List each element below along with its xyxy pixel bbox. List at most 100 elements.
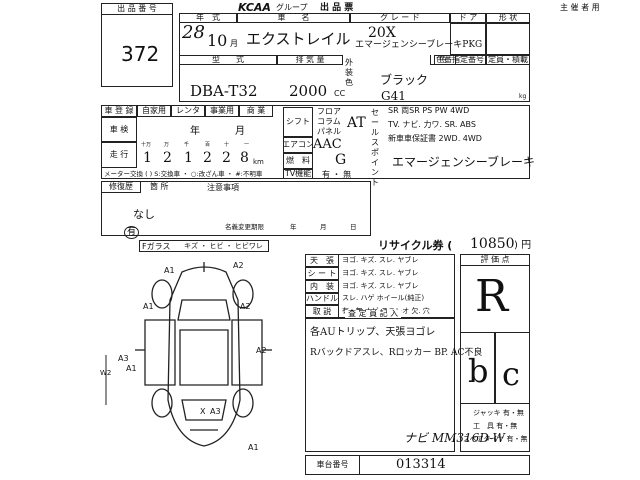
exterior-label: 外装色 xyxy=(345,58,353,87)
transfer-label: 名義変更期限 xyxy=(225,223,264,231)
glass-label: Fガラス xyxy=(142,242,171,251)
inspector-box xyxy=(305,318,455,452)
equipment-line-3: 新車車保証書 2WD. 4WD xyxy=(388,134,482,143)
name-label: 車 名 xyxy=(237,13,350,23)
mileage-digit-5: 8 xyxy=(240,150,249,166)
km-label: km xyxy=(253,158,264,166)
evaluation-interior-cell xyxy=(460,332,495,404)
shift-value: AT xyxy=(347,115,366,131)
repair-box xyxy=(101,181,371,236)
model-value: DBA-T32 xyxy=(190,82,258,100)
evaluation-overall: R xyxy=(475,271,509,322)
cond-label-4: 取 説 xyxy=(305,305,339,318)
chassis-value: 013314 xyxy=(396,457,446,472)
cond-values-0: ヨゴ. キズ. スレ. ヤブレ xyxy=(342,256,419,264)
damage-code-5: A2 xyxy=(256,346,267,355)
rental-label: レンタ xyxy=(171,105,205,117)
tv-options: 有 ・ 無 xyxy=(322,170,352,179)
recycle-suffix: ) 円 xyxy=(514,240,532,251)
damage-code-4: A3 xyxy=(118,354,129,363)
glass-options: キズ ・ ヒビ ・ ヒビワレ xyxy=(184,242,263,250)
cond-values-3: スレ. ハゲ ホイール(純正) xyxy=(342,294,425,302)
inspector-line-1: 各AUトリップ、天張ヨゴレ xyxy=(310,327,436,338)
color-no-label: 色番指定番号 xyxy=(434,55,486,65)
evaluation-interior: b xyxy=(468,352,489,390)
mileage-digit-4: 2 xyxy=(222,150,231,166)
color-value: ブラック xyxy=(380,73,429,87)
month-unit: 月 xyxy=(230,39,238,48)
meter-note: メーター交換 ( ) S:交換車 ・ ○:改ざん車 ・ #:不明車 xyxy=(104,170,263,178)
ac-label: エアコン xyxy=(283,137,313,153)
sales-point-label: セールスポイント xyxy=(371,108,379,187)
lot-box xyxy=(101,3,173,87)
logo: KCAA xyxy=(238,1,271,14)
damage-code-10: A1 xyxy=(248,443,259,452)
fuel-label: 燃 料 xyxy=(283,153,313,169)
repair-present: 有 xyxy=(124,226,140,239)
color-code: G41 xyxy=(381,89,406,103)
ac-value: AAC xyxy=(313,137,342,152)
door-value xyxy=(450,23,486,55)
header-title: 出 品 票 xyxy=(320,3,354,13)
cond-label-0: 天 張 xyxy=(305,254,339,267)
trade-label: 商 業 xyxy=(239,105,273,117)
header-group: グループ xyxy=(276,3,308,12)
damage-code-3: A2 xyxy=(240,302,251,311)
digit-label-1: 万 xyxy=(164,142,170,148)
owner-label: 自家用 xyxy=(137,105,171,117)
transfer-day: 日 xyxy=(350,223,357,231)
lot-label: 出 品 番 号 xyxy=(101,3,173,15)
reg-label: 車 登 録 xyxy=(101,105,137,117)
equipment-line-1: SR 両SR PS PW 4WD xyxy=(388,106,470,115)
cond-values-2: ヨゴ. キズ. スレ. ヤブレ xyxy=(342,282,419,290)
cc-label: CC xyxy=(334,89,346,98)
inspector-line-2: Rバックドアスレ、Rロッカー BP. AC不良 xyxy=(310,348,483,358)
mileage-digit-1: 2 xyxy=(163,150,172,166)
year-value: 28 xyxy=(182,22,205,43)
shaken-label: 車 検 xyxy=(101,117,137,142)
shape-value xyxy=(486,23,530,55)
cond-values-1: ヨゴ. キズ. スレ. ヤブレ xyxy=(342,269,419,277)
damage-code-8: A3 xyxy=(210,407,221,416)
mileage-digit-0: 1 xyxy=(143,150,152,166)
digit-label-3: 百 xyxy=(205,142,211,148)
grade-value-2: エマージェンシーブレーキPKG xyxy=(355,40,483,50)
damage-code-6: A1 xyxy=(126,364,137,373)
repair-value: なし xyxy=(133,208,155,221)
damage-code-0: A1 xyxy=(164,266,175,275)
shift-label: シフト xyxy=(283,107,313,137)
issuer-label: 主 催 者 用 xyxy=(560,3,600,12)
month-value: 10 xyxy=(207,31,228,50)
grade-label: グ レ ー ド xyxy=(350,13,450,23)
damage-code-9: W2 xyxy=(100,369,112,377)
fuel-value: G xyxy=(335,152,347,168)
inspector-line-3: ナビ MM316D-W xyxy=(404,431,505,445)
repair-part-label: 箇 所 xyxy=(150,182,169,191)
cond-label-2: 内 装 xyxy=(305,280,339,293)
sales-point-value: エマージェンシーブレーキ xyxy=(392,155,536,169)
displacement-value: 2000 xyxy=(289,82,328,100)
damage-code-2: A1 xyxy=(143,302,154,311)
capacity-label: 定員・積載 xyxy=(486,55,530,65)
shaken-month-label: 月 xyxy=(235,126,245,137)
cond-label-1: シ ー ト xyxy=(305,267,339,280)
chassis-label: 車台番号 xyxy=(305,455,360,475)
repair-label: 修復歴 xyxy=(101,181,141,193)
spare-label: スペアタイヤ 有・無 xyxy=(463,435,528,443)
cond-label-3: ハンドル xyxy=(305,293,339,305)
evaluation-exterior-cell xyxy=(495,332,530,404)
shift-floor: フロア xyxy=(317,107,341,116)
recycle-label: リサイクル券 ( xyxy=(378,239,453,252)
shift-panel: パネル xyxy=(317,127,341,136)
transfer-year: 年 xyxy=(290,223,297,231)
car-name: エクストレイル xyxy=(246,30,351,48)
mileage-label: 走 行 xyxy=(101,142,137,168)
inspector-label: 査 定 員 記 入 xyxy=(345,310,402,318)
shift-column: コラム xyxy=(317,117,341,126)
digit-label-0: 十万 xyxy=(141,142,152,148)
year-label: 年 式 xyxy=(179,13,237,23)
equipment-line-2: TV. ナビ. 力ワ. SR. ABS xyxy=(388,120,476,129)
evaluation-exterior: c xyxy=(502,355,520,393)
